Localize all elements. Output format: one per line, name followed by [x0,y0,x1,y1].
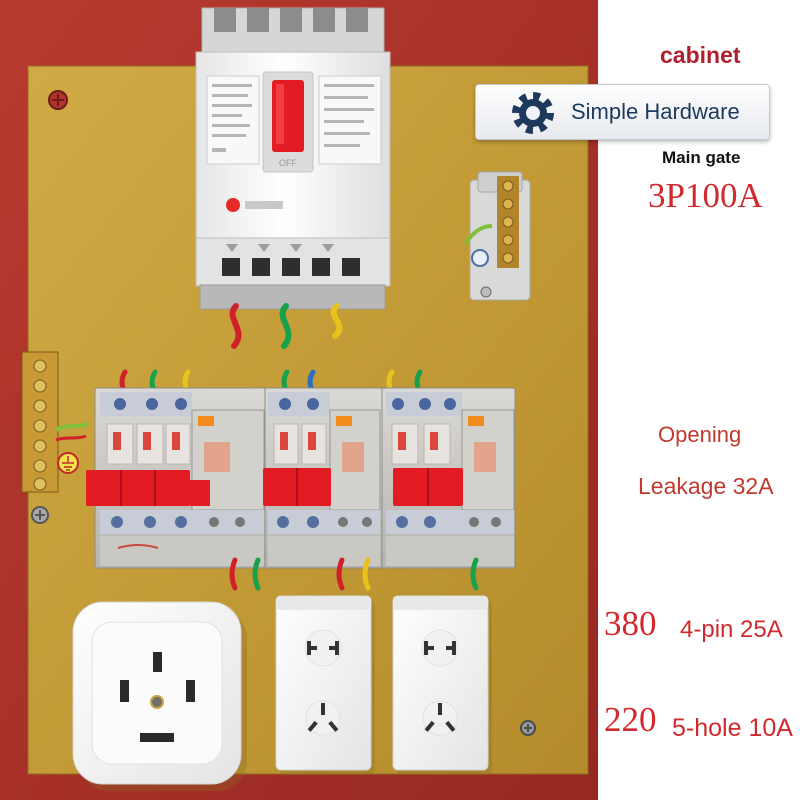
brand-badge: Simple Hardware [475,84,770,140]
socket-380-rating: 4-pin 25A [680,616,783,643]
leakage-breaker-2 [263,387,383,569]
test-button [336,416,352,426]
socket-220-rating: 5-hole 10A [672,714,793,742]
leakage-rating: Leakage 32A [638,473,774,499]
main-breaker: OFF [195,7,391,310]
socket-380-voltage: 380 [604,604,657,643]
leakage-breaker-1 [86,387,268,569]
test-indicator-dot [226,198,240,212]
socket-220v-5hole-1 [275,595,375,775]
leakage-breaker-3 [381,387,516,569]
breaker-handles [86,470,190,506]
badge-label: Simple Hardware [571,99,740,124]
breaker-output-wires [229,557,479,591]
ground-terminal-bar [21,351,89,493]
board-screws [31,90,536,736]
cabinet-label: cabinet [660,42,741,68]
main-switch-off-text: OFF [279,158,297,168]
opening-label: Opening [658,422,742,447]
main-breaker-output-wires [229,303,343,349]
test-button [198,416,214,426]
neutral-terminal-bar [464,171,531,301]
socket-380v-4pin [72,601,247,791]
main-gate-rating: 3P100A [648,176,763,215]
socket-220v-5hole-2 [392,595,492,775]
test-button [468,416,484,426]
socket-220-voltage: 220 [604,700,657,739]
gear-icon [512,92,554,134]
neutral-marker [471,249,489,267]
main-gate-label: Main gate [662,148,741,167]
